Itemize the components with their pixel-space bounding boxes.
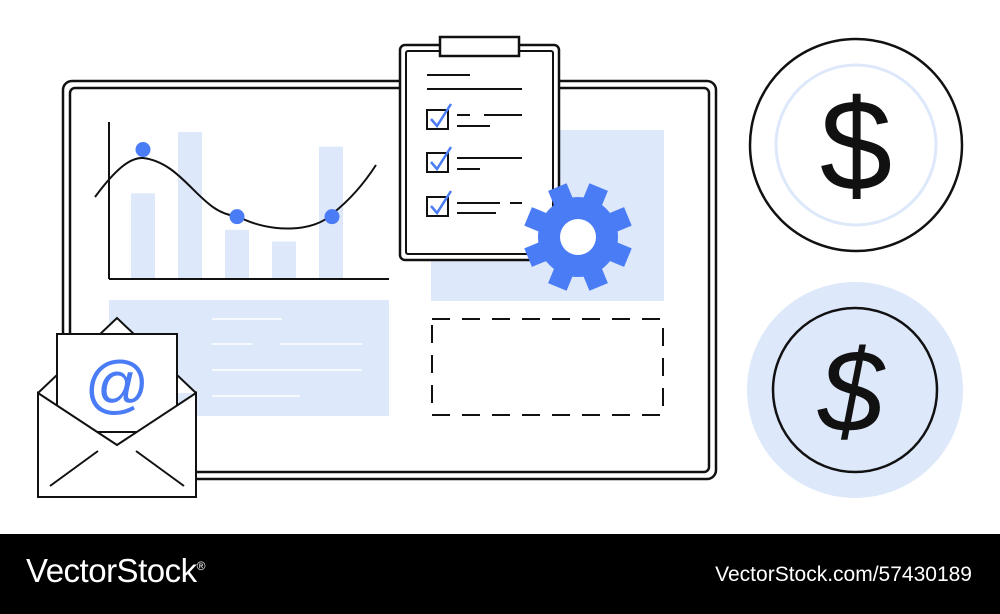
email-at-symbol: @ <box>85 348 150 420</box>
dollar-coin-icon: $ <box>748 37 964 253</box>
envelope-letter <box>56 333 178 433</box>
monitor-icon <box>61 79 718 481</box>
brand-logo: VectorStock® <box>26 552 206 589</box>
checkbox-icon <box>426 190 453 217</box>
footer: VectorStock® VectorStock.com/57430189 <box>0 534 1000 614</box>
dollar-coin-icon: $ <box>747 282 963 498</box>
chart-point <box>229 209 245 225</box>
clipboard-clip <box>438 35 521 58</box>
chart-bar <box>225 229 249 278</box>
checkbox-icon <box>426 103 453 130</box>
dashboard-chart <box>94 122 389 280</box>
chart-bar <box>131 193 155 278</box>
info-panel-lines <box>212 318 362 397</box>
chart-bar <box>178 132 202 278</box>
envelope-icon: @ <box>37 316 197 498</box>
chart-bar <box>272 241 296 278</box>
checkbox-icon <box>426 146 453 173</box>
dashed-placeholder <box>431 318 664 416</box>
monitor-outer-frame <box>61 79 718 481</box>
chart-point <box>135 142 151 158</box>
clipboard-icon <box>398 35 561 262</box>
chart-point <box>324 209 340 225</box>
dollar-sign: $ <box>820 72 892 218</box>
image-reference: VectorStock.com/57430189 <box>715 563 972 586</box>
illustration: @ $ $ <box>37 35 964 498</box>
gear-icon <box>524 183 632 291</box>
dollar-sign: $ <box>817 326 886 458</box>
monitor-inner-frame <box>68 86 711 474</box>
brand-trademark: ® <box>196 559 206 573</box>
